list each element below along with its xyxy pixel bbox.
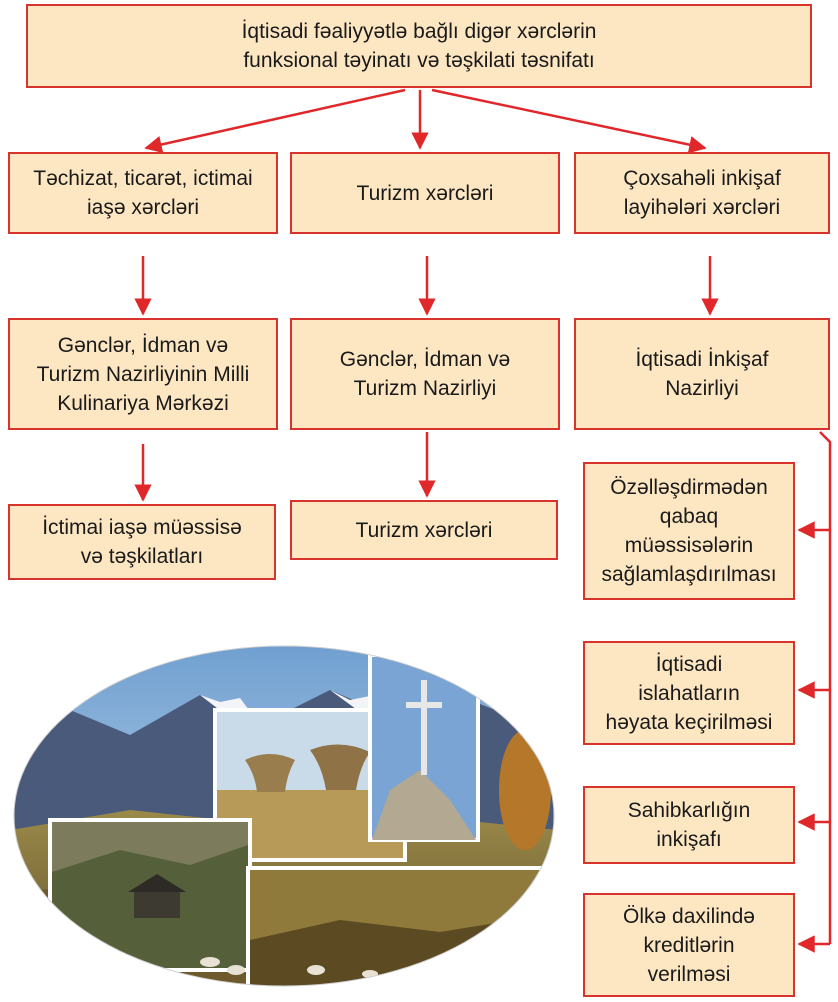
right-item-reforms-text: İqtisadi islahatların həyata keçirilməsi: [605, 652, 773, 734]
result-catering-text: İctimai iaşə müəssisə və təşkilatları: [42, 516, 242, 568]
tourism-photo-collage: [10, 640, 558, 996]
title-text: İqtisadi fəaliyyətlə bağlı digər xərclər…: [241, 20, 597, 72]
right-item-credits-text: Ölkə daxilində kreditlərin verilməsi: [623, 904, 755, 986]
agency-economy-text: İqtisadi İnkişaf Nazirliyi: [635, 348, 769, 400]
right-item-entrepreneurship: Sahibkarlığın inkişafı: [583, 786, 795, 864]
right-item-privatization: Özəlləşdirmədən qabaq müəssisələrin sağl…: [583, 462, 795, 600]
agency-box-culinary: Gənclər, İdman və Turizm Nazirliyinin Mi…: [8, 318, 278, 430]
result-box-catering: İctimai iaşə müəssisə və təşkilatları: [8, 504, 276, 580]
category-box-development: Çoxsahəli inkişaf layihələri xərcləri: [574, 152, 830, 234]
category-tourism-text: Turizm xərcləri: [356, 181, 494, 205]
category-development-text: Çoxsahəli inkişaf layihələri xərcləri: [623, 167, 781, 219]
right-item-entrepreneurship-text: Sahibkarlığın inkişafı: [627, 799, 751, 851]
right-item-reforms: İqtisadi islahatların həyata keçirilməsi: [583, 641, 795, 745]
agency-youth-sports-text: Gənclər, İdman və Turizm Nazirliyi: [339, 348, 511, 400]
agency-box-youth-sports: Gənclər, İdman və Turizm Nazirliyi: [290, 318, 560, 430]
right-item-credits: Ölkə daxilində kreditlərin verilməsi: [583, 893, 795, 997]
agency-culinary-text: Gənclər, İdman və Turizm Nazirliyinin Mi…: [36, 333, 250, 415]
right-item-privatization-text: Özəlləşdirmədən qabaq müəssisələrin sağl…: [601, 476, 777, 586]
result-box-tourism: Turizm xərcləri: [290, 500, 558, 560]
result-tourism-text: Turizm xərcləri: [355, 518, 493, 542]
category-box-tourism: Turizm xərcləri: [290, 152, 560, 234]
title-box: İqtisadi fəaliyyətlə bağlı digər xərclər…: [26, 4, 812, 88]
category-box-supply: Təchizat, ticarət, ictimai iaşə xərcləri: [8, 152, 278, 234]
category-supply-text: Təchizat, ticarət, ictimai iaşə xərcləri: [33, 167, 253, 219]
agency-box-economy: İqtisadi İnkişaf Nazirliyi: [574, 318, 830, 430]
